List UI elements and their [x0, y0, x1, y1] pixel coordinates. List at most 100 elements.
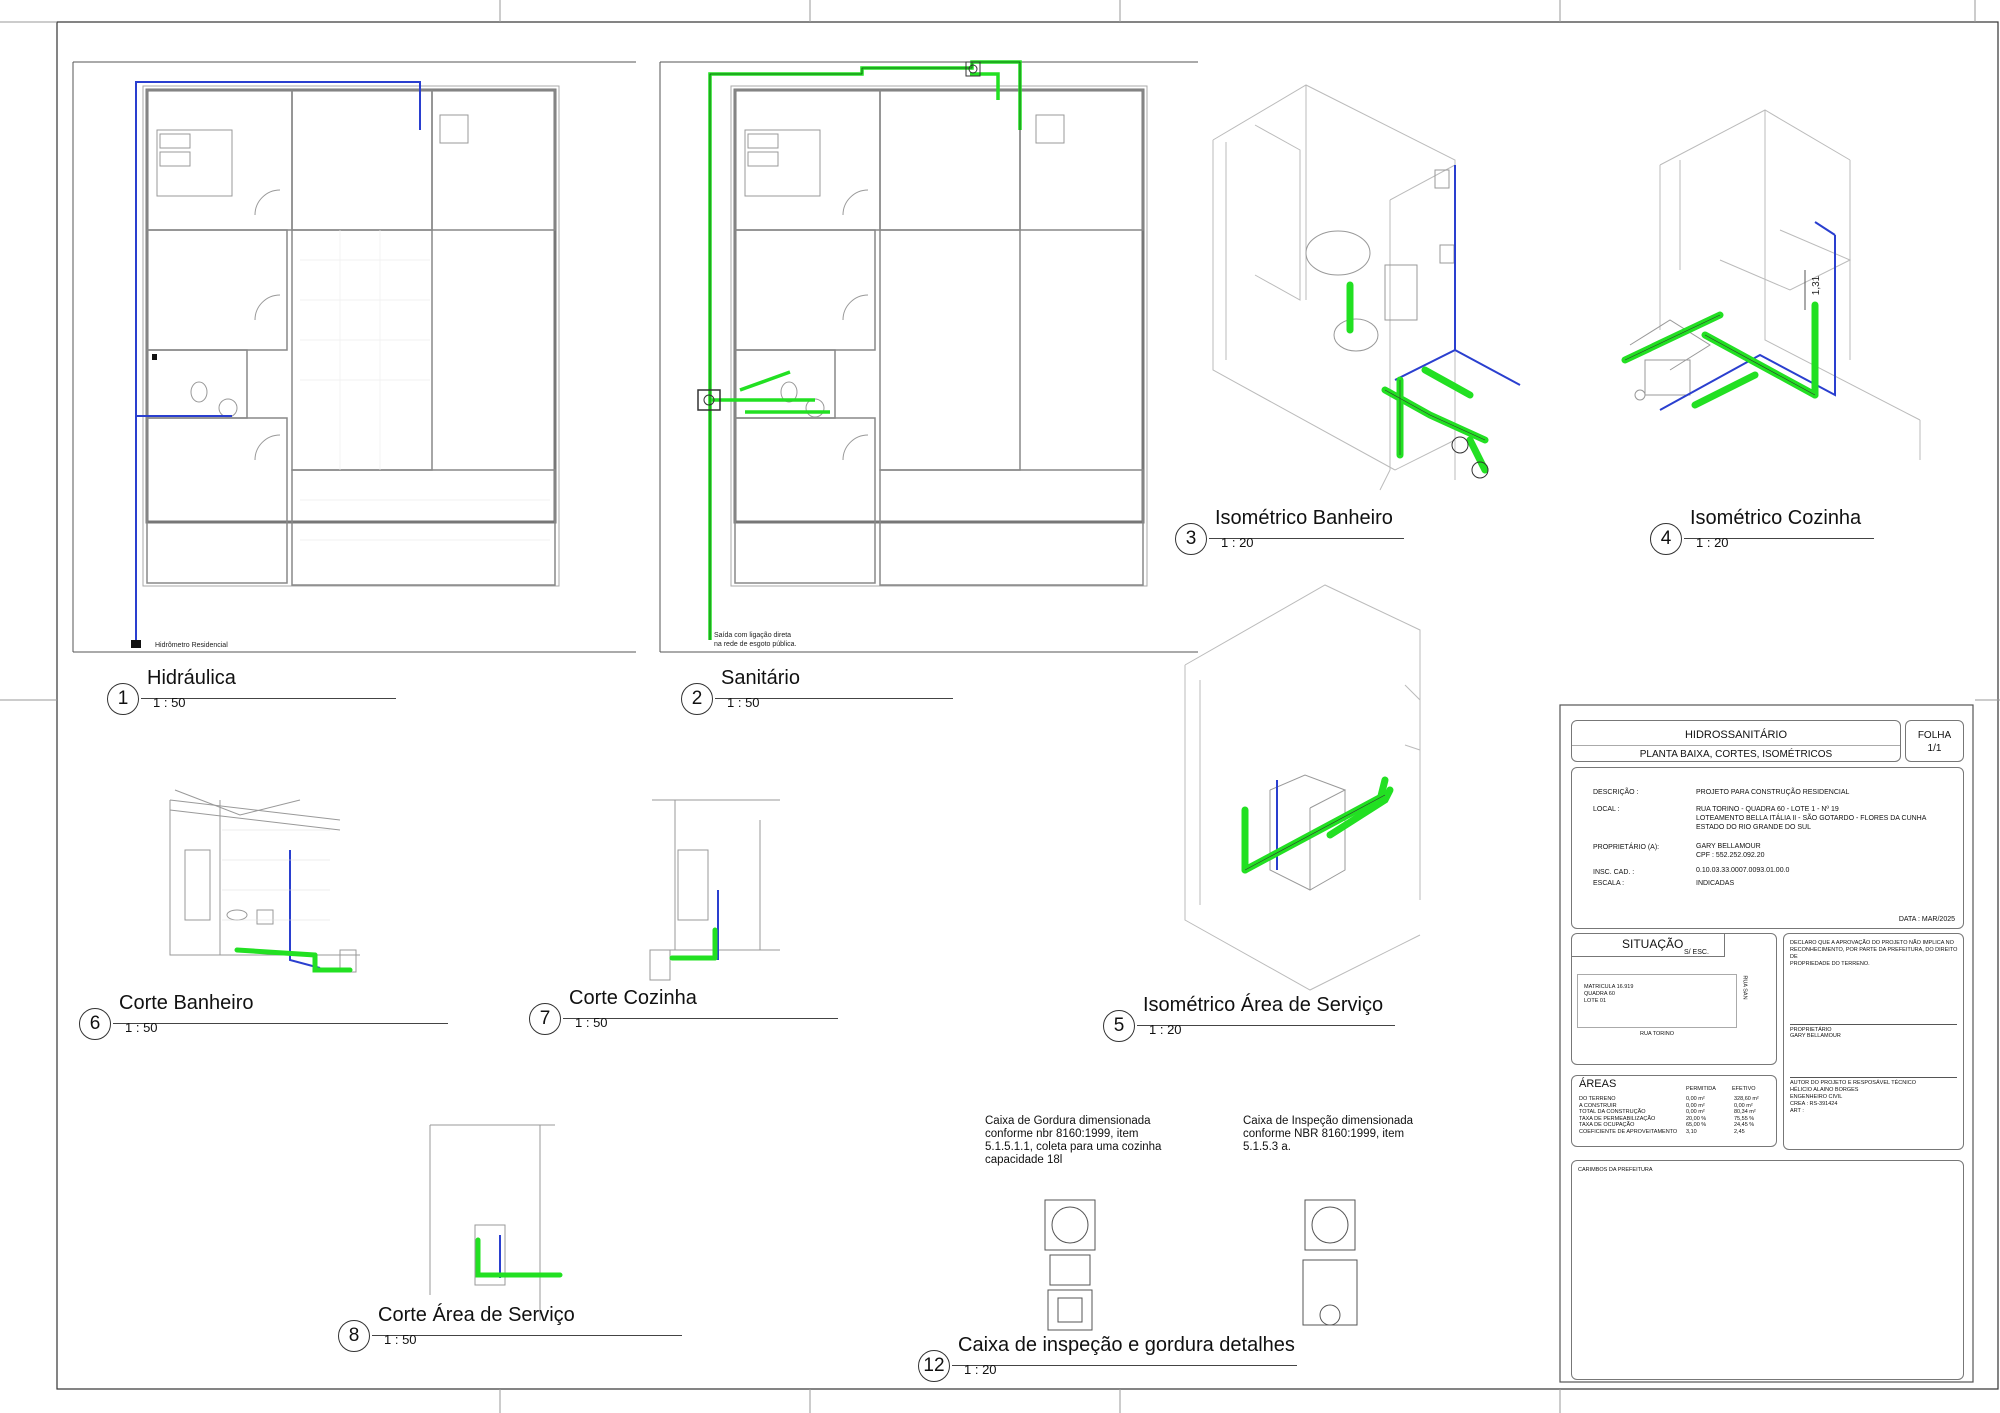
inspection-box-note: Caixa de Inspeção dimensionada conforme … [1243, 1115, 1414, 1153]
plan-hidraulica [72, 61, 636, 653]
folha-box: FOLHA 1/1 [1905, 720, 1964, 762]
section-banheiro [169, 789, 360, 973]
areas-cell-a: 3,10 [1686, 1128, 1697, 1135]
local-line-1: RUA TORINO - QUADRA 60 - LOTE 1 - Nº 19 [1696, 806, 1839, 813]
view-number: 1 [107, 683, 139, 715]
view-scale: 1 : 20 [1221, 535, 1254, 550]
folha-value: 1/1 [1927, 743, 1942, 754]
carimbos-box: CARIMBOS DA PREFEITURA [1571, 1160, 1964, 1380]
iso-height-label: 1,31 [1811, 275, 1823, 296]
escala-label: ESCALA : [1593, 880, 1625, 887]
view-scale: 1 : 50 [384, 1332, 417, 1347]
view-number: 6 [79, 1008, 111, 1040]
view-name: Isométrico Cozinha [1690, 507, 1862, 529]
carimbos-label: CARIMBOS DA PREFEITURA [1578, 1167, 1653, 1173]
view-name: Corte Área de Serviço [378, 1304, 575, 1326]
view-number: 2 [681, 683, 713, 715]
areas-cell-b: 328,60 m² [1734, 1096, 1759, 1102]
areas-box: ÁREAS PERMITIDA EFETIVO DO TERRENO 0,00 m… [1571, 1075, 1777, 1147]
title-box: HIDROSSANITÁRIO PLANTA BAIXA, CORTES, IS… [1571, 720, 1901, 762]
section-cozinha [649, 799, 780, 981]
folha-label: FOLHA [1917, 730, 1952, 741]
situacao-scale: S/ ESC. [1684, 949, 1709, 956]
section-area-servico [429, 1124, 563, 1320]
view-number: 3 [1175, 523, 1207, 555]
areas-cell-b: 80,34 m² [1734, 1109, 1756, 1115]
caixa-gordura [1044, 1199, 1096, 1331]
view-number: 8 [338, 1320, 370, 1352]
situacao-box: SITUAÇÃO S/ ESC. MATRICULA 16.919 QUADRA… [1571, 933, 1777, 1065]
insc-value: 0.10.03.33.0007.0093.01.00.0 [1696, 867, 1790, 874]
rua-torino-label: RUA TORINO [1640, 1031, 1675, 1037]
prop-signature-label: PROPRIETÁRIO [1790, 1027, 1832, 1033]
view-scale: 1 : 20 [1149, 1022, 1182, 1037]
sewer-outlet-label: Saída com ligação direta na rede de esgo… [714, 632, 797, 648]
project-info-box: DESCRIÇÃO : PROJETO PARA CONSTRUÇÃO RESI… [1571, 767, 1964, 929]
declaracao-text: DECLARO QUE A APROVAÇÃO DO PROJETO NÃO I… [1790, 940, 1958, 967]
plan-sanitario [659, 60, 1198, 653]
descricao-value: PROJETO PARA CONSTRUÇÃO RESIDENCIAL [1696, 789, 1850, 796]
caixa-inspecao [1302, 1199, 1358, 1326]
iso-area-servico [1184, 584, 1421, 991]
areas-cell-a: 0,00 m² [1686, 1102, 1705, 1109]
iso-cozinha [1621, 109, 1921, 460]
hydrometer-label: Hidrômetro Residencial [155, 642, 228, 649]
sheet-title: HIDROSSANITÁRIO [1684, 729, 1788, 741]
title-block: HIDROSSANITÁRIO PLANTA BAIXA, CORTES, IS… [1560, 705, 1973, 1382]
declaracao-box: DECLARO QUE A APROVAÇÃO DO PROJETO NÃO I… [1783, 933, 1964, 1150]
view-name: Corte Banheiro [119, 992, 254, 1014]
view-scale: 1 : 50 [153, 695, 186, 710]
sheet-subtitle: PLANTA BAIXA, CORTES, ISOMÉTRICOS [1639, 749, 1833, 760]
view-name: Hidráulica [147, 667, 236, 689]
areas-cell-label: TAXA DE PERMEABILIZAÇÃO [1579, 1115, 1656, 1122]
view-number: 5 [1103, 1010, 1135, 1042]
grease-trap-note: Caixa de Gordura dimensionada conforme n… [985, 1115, 1162, 1166]
matricula-text: MATRICULA 16.919 QUADRA 60 LOTE 01 [1584, 984, 1634, 1004]
date-value: DATA : MAR/2025 [1898, 916, 1955, 923]
areas-cell-a: 65,00 % [1686, 1122, 1707, 1128]
view-name: Isométrico Banheiro [1215, 507, 1393, 529]
local-line-2: LOTEAMENTO BELLA ITÁLIA II - SÃO GOTARDO… [1696, 815, 1927, 822]
insc-label: INSC. CAD. : [1593, 869, 1635, 876]
areas-title: ÁREAS [1579, 1078, 1617, 1090]
areas-cell-b: 24,45 % [1734, 1122, 1755, 1128]
escala-value: INDICADAS [1696, 880, 1735, 887]
areas-cell-label: TOTAL DA CONSTRUÇÃO [1579, 1109, 1646, 1115]
view-name: Caixa de inspeção e gordura detalhes [958, 1334, 1295, 1356]
areas-cell-a: 0,00 m² [1686, 1096, 1705, 1102]
view-scale: 1 : 50 [575, 1015, 608, 1030]
areas-cell-label: A CONSTRUIR [1579, 1102, 1617, 1109]
areas-cell-b: 0,00 m² [1734, 1102, 1753, 1109]
situacao-title: SITUAÇÃO [1622, 937, 1684, 951]
view-name: Corte Cozinha [569, 987, 697, 1009]
areas-cell-label: DO TERRENO [1579, 1096, 1616, 1102]
view-number: 4 [1650, 523, 1682, 555]
local-line-3: ESTADO DO RIO GRANDE DO SUL [1696, 824, 1811, 831]
areas-cell-a: 20,00 % [1686, 1115, 1707, 1122]
rua-side-label: RUA SAN [1741, 975, 1748, 1000]
view-scale: 1 : 50 [125, 1020, 158, 1035]
areas-col-permitida: PERMITIDA [1686, 1086, 1716, 1092]
proprietario-label: PROPRIETÁRIO (A): [1593, 844, 1660, 851]
local-label: LOCAL : [1593, 806, 1620, 813]
view-name: Isométrico Área de Serviço [1143, 994, 1384, 1016]
view-number: 7 [529, 1003, 561, 1035]
cpf-value: CPF : 552.252.092.20 [1696, 852, 1765, 859]
areas-cell-label: TAXA DE OCUPAÇÃO [1579, 1122, 1635, 1128]
autor-text: AUTOR DO PROJETO E RESPOSÁVEL TÉCNICO HÉ… [1790, 1080, 1917, 1114]
areas-cell-b: 2,45 [1734, 1128, 1745, 1135]
prop-signature-name: GARY BELLAMOUR [1790, 1033, 1841, 1039]
iso-banheiro [1212, 84, 1521, 491]
areas-col-efetivo: EFETIVO [1732, 1086, 1756, 1092]
view-name: Sanitário [721, 667, 800, 689]
areas-cell-b: 75,55 % [1734, 1115, 1755, 1122]
view-scale: 1 : 20 [1696, 535, 1729, 550]
descricao-label: DESCRIÇÃO : [1593, 789, 1639, 796]
areas-cell-label: COEFICIENTE DE APROVEITAMENTO [1579, 1128, 1678, 1135]
view-scale: 1 : 50 [727, 695, 760, 710]
view-number: 12 [918, 1350, 950, 1382]
proprietario-value: GARY BELLAMOUR [1696, 843, 1761, 850]
areas-cell-a: 0,00 m² [1686, 1109, 1705, 1115]
view-scale: 1 : 20 [964, 1362, 997, 1377]
